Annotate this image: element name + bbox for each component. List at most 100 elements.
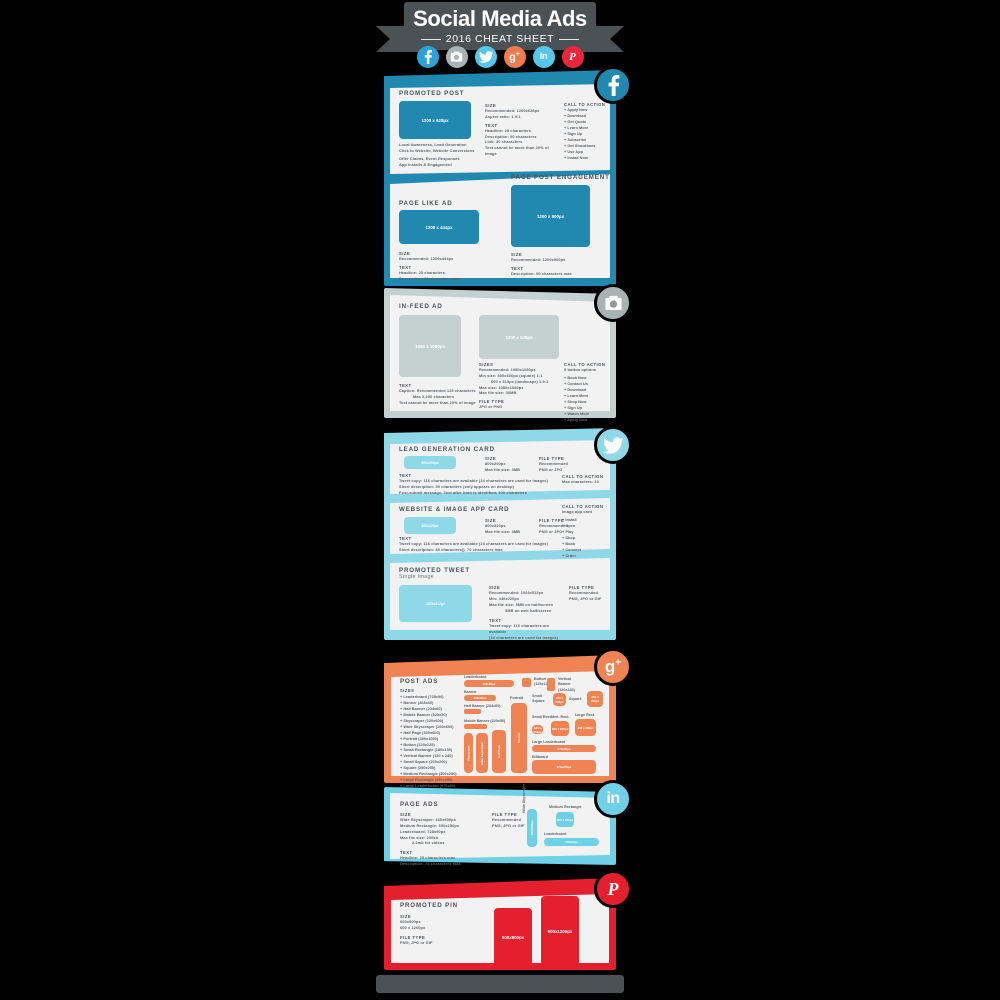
cta-item: Download — [564, 387, 612, 393]
cta-item: Play — [562, 529, 612, 535]
objective-line: App Installs & Engagement — [399, 161, 452, 167]
promoted-post-box-label: 1200 x 628px — [421, 117, 449, 123]
cta-sub: Image app card — [562, 509, 592, 514]
promoted-post-spec: SIZE Recommended: 1200x628px Aspect rati… — [485, 103, 555, 157]
website-card-box: 800x320px — [404, 517, 456, 534]
text-label: TEXT — [400, 850, 413, 856]
lead-gen-text: TEXT Tweet copy: 116 characters are avai… — [399, 473, 554, 496]
pinterest-icon[interactable]: P — [561, 46, 584, 68]
spec-line: Recommended: 1024x512px — [489, 590, 544, 595]
text-line: Text cannot be more than 20% of image — [399, 399, 476, 405]
in-feed-landscape-box: 1200 x 628px — [479, 315, 559, 359]
spec-label: SIZE — [485, 456, 497, 461]
text-line: Tweet copy: 116 characters are available… — [399, 541, 548, 546]
cta-label: CALL TO ACTION — [564, 102, 606, 107]
cta-item: Connect — [562, 547, 612, 553]
dash-left-icon — [420, 38, 441, 40]
size-item: Square (250x250) — [400, 765, 462, 771]
spec-line: 800x200px — [485, 461, 506, 466]
objective-line: Click to Website, Website Conversions — [399, 147, 475, 153]
instagram-spec: SIZES Recommended: 1080x1080px Min size:… — [479, 362, 559, 410]
page-title: Social Media Ads — [413, 6, 587, 31]
website-card-text: TEXT Tweet copy: 116 characters are avai… — [399, 536, 554, 553]
linkedin-icon[interactable]: in — [532, 46, 555, 68]
lead-gen-spec: SIZE 800x200px Max file size: 3MB — [485, 456, 523, 473]
filetype-line: Recommended — [539, 461, 568, 466]
cta-item: Use App — [564, 149, 612, 155]
square-box-label: 1080 x 1080px — [415, 343, 445, 349]
header-subtitle-row: 2016 CHEAT SHEET — [420, 33, 580, 45]
promoted-tweet-title: PROMOTED TWEET — [399, 567, 471, 574]
text-line: Description: 90 characters max — [511, 270, 572, 276]
text-line: Headline: 25 characters — [399, 269, 445, 275]
post-ads-title: POST ADS — [400, 678, 439, 685]
leaderboard-shape: 728x90px — [464, 680, 514, 687]
text-line: Short description: 80 characters(), 70 c… — [399, 546, 503, 552]
in-feed-square-box: 1080 x 1080px — [399, 315, 461, 377]
twitter-section: LEAD GENERATION CARD 800x200px SIZE 800x… — [384, 426, 632, 640]
filetype-label: FILE TYPE — [492, 812, 518, 817]
shape-size: 336 x 280px — [577, 725, 594, 730]
skyscraper-shape: Skyscraper — [464, 733, 473, 773]
cta-item: Apply Now — [564, 417, 612, 423]
linkedin-leaderboard-shape: 728x90px — [544, 838, 599, 846]
page-post-engagement-title: PAGE POST ENGAGEMENT — [511, 174, 610, 181]
page-subtitle: 2016 CHEAT SHEET — [445, 33, 555, 45]
post-ads-size-list: Leaderboard (728x90) Banner (468x60) Hal… — [400, 694, 462, 795]
filetype-line: PNG, JPG or GIF — [569, 595, 602, 601]
ppe-spec: SIZE Recommended: 1200x900px TEXT Descri… — [511, 252, 601, 277]
cta-label: CALL TO ACTION — [564, 362, 606, 367]
text-line: Caption: Recommended 125 characters — [399, 388, 476, 393]
in-feed-ad-title: IN-FEED AD — [399, 303, 443, 310]
large-rect-caption: Large Rect. — [575, 713, 596, 717]
facebook-section: PROMOTED POST 1200 x 628px SIZE Recommen… — [384, 66, 632, 286]
spec-line: 600 x 315px (landscape) 1.9:1 — [491, 378, 549, 384]
billboard-shape: 970x250px — [532, 760, 596, 774]
lead-gen-box: 800x200px — [404, 456, 456, 469]
shape-label: Half Page — [497, 744, 501, 759]
spec-label: SIZE — [489, 585, 501, 590]
lead-gen-filetype: FILE TYPE Recommended PNG or JPG — [539, 456, 584, 473]
cta-item: Open — [562, 523, 612, 529]
instagram-icon[interactable] — [445, 46, 468, 68]
size-item: Medium Rectangle (300x250) — [400, 771, 462, 777]
size-item: Leaderboard (728x90) — [400, 694, 462, 700]
filetype-line: PNG or JPG — [539, 466, 563, 472]
lead-generation-card-title: LEAD GENERATION CARD — [399, 446, 495, 453]
vertical-banner-shape — [547, 678, 555, 691]
small-square-shape: 200 x 200px — [553, 693, 566, 706]
shape-size: 300 x 250px — [551, 726, 569, 731]
cta-item: Sign Up — [564, 131, 612, 137]
linkedin-wide-skyscraper-shape: 160x600px — [527, 809, 537, 847]
shape-size: 970x90px — [557, 746, 571, 751]
googleplus-icon[interactable]: g+ — [503, 46, 526, 68]
objective-line: Local Awareness, Lead Generation — [399, 142, 467, 147]
cta-list: Apply Now Download Get Quote Learn More … — [564, 107, 612, 161]
cta-item: Sign Up — [564, 405, 612, 411]
medium-rectangle-caption: Medium Rectangle — [549, 805, 582, 809]
cta-item: Watch More — [564, 411, 612, 417]
linkedin-badge-icon: in — [594, 780, 632, 818]
filetype-line: PNG or JPG — [539, 528, 563, 534]
half-page-shape: Half Page — [492, 730, 506, 773]
shape-label: Skyscraper — [466, 745, 471, 761]
cta-item: Book Now — [564, 375, 612, 381]
twitter-icon[interactable] — [474, 46, 497, 68]
shape-label: Wide Skyscraper — [480, 741, 484, 765]
wide-skyscraper-shape: Wide Skyscraper — [476, 733, 488, 773]
medium-rect-shape: 300 x 250px — [551, 721, 569, 736]
filetype-label: FILE TYPE — [479, 399, 505, 405]
website-card-spec: SIZE 800x320px Max file size: 3MB — [485, 518, 523, 535]
cta-item: Download — [564, 113, 612, 119]
spec-line: Aspect ratio: 1.9:1 — [485, 113, 521, 119]
googleplus-badge-icon: g+ — [594, 648, 632, 686]
page-like-spec: SIZE Recommended: 1200x444px TEXT Headli… — [399, 251, 489, 282]
large-rect-shape: 336 x 280px — [575, 719, 596, 736]
small-square-caption: Small Square — [532, 694, 545, 704]
size-item: Banner (468x60) — [400, 700, 462, 706]
spec-label: SIZE — [400, 812, 412, 817]
facebook-icon[interactable] — [416, 46, 439, 68]
instagram-badge-icon — [594, 284, 632, 322]
filetype-line: Recommended — [492, 817, 521, 822]
